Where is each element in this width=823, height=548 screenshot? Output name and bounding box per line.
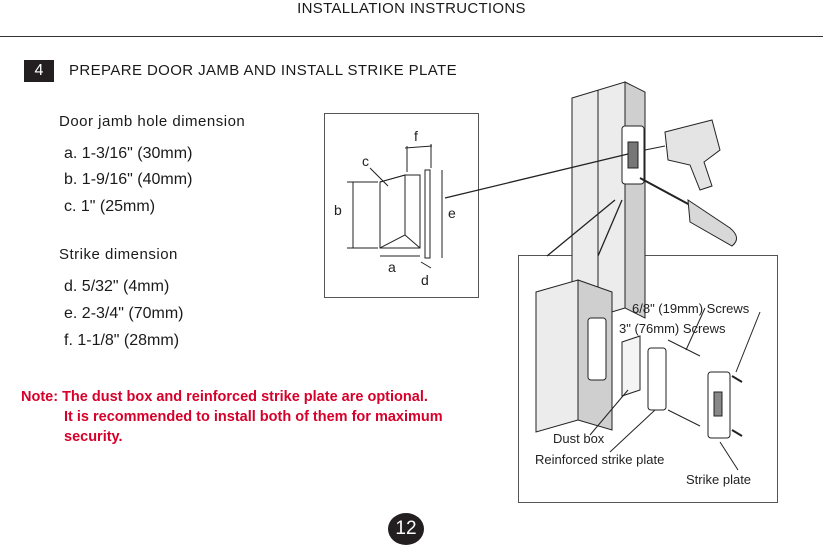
note-line-2: It is recommended to install both of the… bbox=[64, 409, 443, 425]
strike-dimension-f: f. 1-1/8" (28mm) bbox=[64, 332, 180, 349]
callout-line-diagram bbox=[444, 153, 629, 199]
dim-line-f bbox=[404, 145, 433, 149]
exploded-view-illustration bbox=[535, 279, 761, 471]
callout-line-right bbox=[597, 199, 623, 257]
long-screw-bottom bbox=[667, 409, 701, 427]
dust-box-part bbox=[621, 335, 641, 397]
note-line-3: security. bbox=[64, 429, 123, 445]
drill-body bbox=[664, 119, 721, 191]
label-strike-plate: Strike plate bbox=[686, 472, 751, 487]
jamb-hole-heading: Door jamb hole dimension bbox=[59, 113, 246, 130]
screwdriver-handle bbox=[687, 199, 737, 247]
door-jamb-drill-illustration bbox=[444, 81, 737, 325]
note-line-1: Note: The dust box and reinforced strike… bbox=[21, 389, 428, 405]
label-b: b bbox=[334, 202, 342, 218]
short-screw-bottom bbox=[731, 429, 743, 437]
page-number: 12 bbox=[388, 513, 424, 545]
label-dust-box: Dust box bbox=[553, 431, 605, 446]
strike-hole bbox=[627, 141, 639, 169]
exploded-mortise bbox=[587, 317, 607, 381]
label-reinforced-plate: Reinforced strike plate bbox=[535, 452, 664, 467]
hole-inner-wall bbox=[379, 174, 406, 249]
jamb-hole-diagram-frame bbox=[324, 113, 479, 298]
strike-heading: Strike dimension bbox=[59, 246, 178, 263]
exploded-view-frame bbox=[518, 255, 778, 503]
dim-line-c bbox=[369, 167, 389, 187]
short-screw-top bbox=[731, 375, 743, 383]
label-f: f bbox=[414, 128, 418, 144]
optional-parts-note: Note: The dust box and reinforced strike… bbox=[21, 387, 443, 447]
jamb-dimension-a: a. 1-3/16" (30mm) bbox=[64, 145, 193, 162]
leader-dust-box bbox=[589, 389, 629, 436]
step-title: PREPARE DOOR JAMB AND INSTALL STRIKE PLA… bbox=[69, 62, 457, 79]
leader-short-screws bbox=[735, 311, 761, 373]
dimension-diagram bbox=[347, 144, 443, 269]
strike-dimension-d: d. 5/32" (4mm) bbox=[64, 278, 170, 295]
dimension-labels: b c f e a d bbox=[334, 128, 456, 288]
strike-plate-hole bbox=[713, 391, 723, 417]
dim-line-d bbox=[420, 261, 432, 269]
leader-reinforced bbox=[609, 409, 656, 453]
long-screw-top bbox=[667, 339, 701, 357]
jamb-dimension-b: b. 1-9/16" (40mm) bbox=[64, 171, 193, 188]
hole-inner-edge bbox=[404, 234, 421, 249]
reinforced-plate-part bbox=[647, 347, 667, 411]
step-number-badge: 4 bbox=[24, 60, 54, 82]
label-long-screws: 3" (76mm) Screws bbox=[619, 321, 726, 336]
strike-edge bbox=[424, 169, 431, 259]
leader-strike-plate bbox=[719, 441, 739, 471]
exploded-labels: 6/8" (19mm) Screws 3" (76mm) Screws Dust… bbox=[535, 301, 751, 487]
leader-long-screws bbox=[685, 307, 706, 351]
strike-dimension-e: e. 2-3/4" (70mm) bbox=[64, 305, 184, 322]
label-d: d bbox=[421, 272, 429, 288]
label-c: c bbox=[362, 153, 369, 169]
title-divider bbox=[0, 36, 823, 37]
chisel-blade bbox=[639, 177, 691, 206]
exploded-jamb-face bbox=[535, 279, 579, 433]
drill-bit bbox=[644, 145, 666, 151]
label-a: a bbox=[388, 259, 396, 275]
page-title: INSTALLATION INSTRUCTIONS bbox=[297, 0, 526, 17]
label-short-screws: 6/8" (19mm) Screws bbox=[632, 301, 750, 316]
jamb-dimension-c: c. 1" (25mm) bbox=[64, 198, 156, 215]
door-jamb-side bbox=[624, 81, 646, 319]
callout-line-left bbox=[546, 199, 616, 257]
label-e: e bbox=[448, 205, 456, 221]
